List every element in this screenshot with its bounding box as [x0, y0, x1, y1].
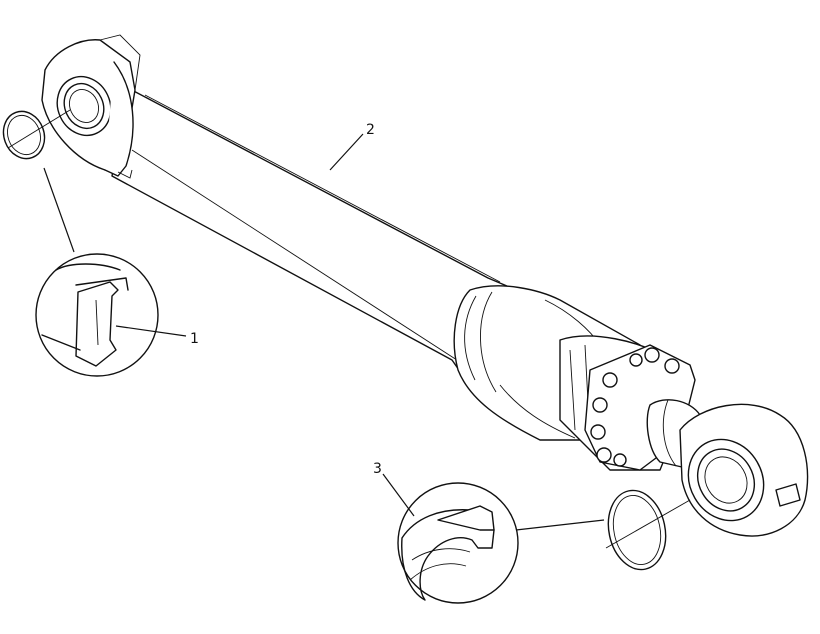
- right-seal-ring: [605, 489, 691, 571]
- callout-3: 3: [373, 461, 382, 477]
- detail-view-seal-3: 3: [373, 461, 605, 604]
- cap-end-eye: [41, 34, 141, 179]
- callout-2: 2: [366, 122, 375, 138]
- detail-view-seal-1: 1: [35, 167, 199, 377]
- callout-1: 1: [190, 331, 199, 347]
- cylinder-barrel: [111, 87, 541, 401]
- rod-end-eye: [679, 403, 809, 537]
- left-seal-ring: [2, 109, 71, 160]
- callout-2-group: 2: [329, 122, 375, 171]
